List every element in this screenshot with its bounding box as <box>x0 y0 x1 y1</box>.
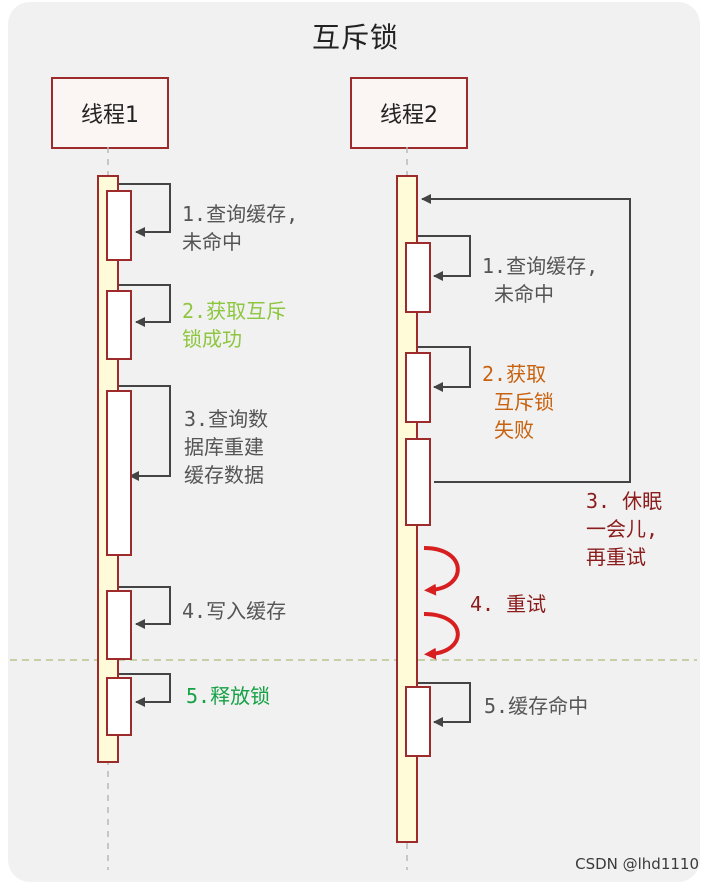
t2-activation-2 <box>405 352 431 423</box>
t1-activation-1 <box>106 190 132 261</box>
t2-step-1-label: 1.查询缓存, 未命中 <box>482 254 599 306</box>
t1-step-1-label: 1.查询缓存, 未命中 <box>182 202 299 254</box>
retry-curve-2 <box>423 612 460 660</box>
t1-arrow-2 <box>118 284 171 327</box>
lifeline-thread1-header: 线程1 <box>51 77 169 149</box>
t2-activation-3 <box>405 438 431 526</box>
t1-activation-5 <box>106 677 132 736</box>
t1-arrow-3 <box>118 385 171 481</box>
t1-arrow-1 <box>118 183 171 237</box>
retry-curve-1 <box>423 546 460 596</box>
t1-step-5-label: 5.释放锁 <box>186 684 271 708</box>
t1-step-4-label: 4.写入缓存 <box>182 599 287 623</box>
t1-activation-3 <box>106 390 132 556</box>
t2-step-4-label: 4. 重试 <box>470 592 547 616</box>
t1-activation-2 <box>106 290 132 360</box>
t2-step-2-label: 2.获取 互斥锁 失败 <box>482 362 555 442</box>
t1-activation-4 <box>106 590 132 660</box>
lifeline-thread1-label: 线程1 <box>81 103 139 128</box>
watermark: CSDN @lhd1110 <box>575 855 699 873</box>
diagram-title: 互斥锁 <box>311 21 399 54</box>
t1-arrow-5 <box>118 673 171 707</box>
t1-arrow-4 <box>118 586 171 629</box>
lifeline-thread2-label: 线程2 <box>380 103 438 128</box>
t2-step-5-label: 5.缓存命中 <box>484 694 589 718</box>
t2-step-3-label: 3. 休眠 一会儿, 再重试 <box>586 489 663 569</box>
t2-arrow-5 <box>418 682 471 727</box>
t2-arrow-2 <box>418 346 471 392</box>
lifeline-thread2-header: 线程2 <box>350 77 468 149</box>
t2-activation-1 <box>405 242 431 313</box>
t1-step-2-label: 2.获取互斥 锁成功 <box>182 299 287 351</box>
t2-arrow-1 <box>418 235 471 281</box>
t2-retry-loop <box>421 194 631 483</box>
t1-step-3-label: 3.查询数 据库重建 缓存数据 <box>184 407 269 487</box>
t2-activation-5 <box>405 686 431 757</box>
